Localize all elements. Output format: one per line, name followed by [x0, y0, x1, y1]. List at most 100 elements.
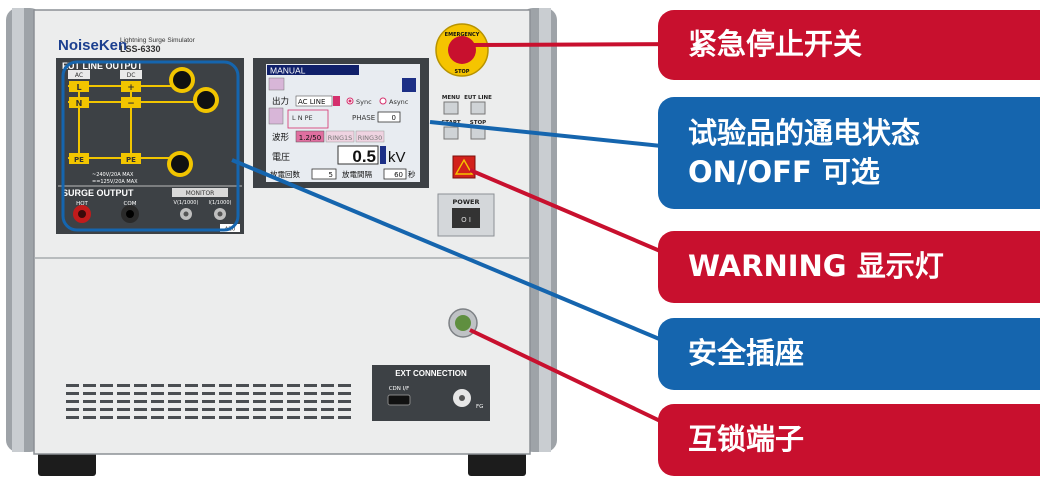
vent-slot	[134, 400, 147, 403]
interval-field[interactable]	[383, 168, 407, 180]
vent-slot	[100, 416, 113, 419]
callout-warning-lamp: WARNING 显示灯	[658, 231, 1040, 303]
vent-slot	[321, 416, 334, 419]
vent-slot	[236, 384, 249, 387]
vent-slot	[287, 392, 300, 395]
vent-slot	[134, 384, 147, 387]
screen-menu-button[interactable]	[268, 77, 285, 91]
vent-slot	[66, 416, 79, 419]
svg-text:L: L	[76, 83, 81, 92]
vent-slot	[100, 400, 113, 403]
eut-socket-l[interactable]	[169, 67, 195, 93]
surge-com-terminal[interactable]	[121, 205, 139, 223]
phase-field[interactable]	[377, 111, 401, 123]
eut-socket-n[interactable]	[193, 87, 219, 113]
svg-text:N: N	[76, 99, 83, 108]
vent-slot	[304, 384, 317, 387]
svg-text:放電回数: 放電回数	[270, 169, 300, 179]
monitor-v-connector[interactable]	[180, 208, 192, 220]
vent-slot	[66, 392, 79, 395]
wave-button-2[interactable]	[325, 130, 355, 143]
async-radio[interactable]	[379, 97, 387, 105]
vent-slot	[185, 392, 198, 395]
svg-text:I(1/1000): I(1/1000)	[209, 200, 232, 206]
vent-slot	[83, 384, 96, 387]
svg-text:L N PE: L N PE	[292, 114, 313, 122]
warning-lamp	[452, 155, 476, 179]
vent-slot	[66, 408, 79, 411]
leader-eut-state	[429, 120, 701, 152]
model-number: LSS-6330	[120, 44, 161, 54]
vent-slot	[202, 384, 215, 387]
svg-text:PE: PE	[74, 156, 84, 164]
vent-slot	[151, 384, 164, 387]
vent-slot	[236, 408, 249, 411]
vent-slot	[338, 400, 351, 403]
menu-button[interactable]	[443, 101, 459, 115]
vent-slot	[100, 392, 113, 395]
product-name: Lightning Surge Simulator	[120, 37, 196, 44]
power-switch[interactable]	[452, 208, 480, 228]
vent-slot	[151, 416, 164, 419]
vent-slot	[185, 416, 198, 419]
svg-text:O I: O I	[461, 216, 471, 224]
svg-text:RING1S: RING1S	[328, 134, 353, 142]
callout-safety-socket: 安全插座	[658, 318, 1040, 390]
cdn-if-port[interactable]	[387, 394, 411, 406]
eut-socket-pe[interactable]	[167, 151, 193, 177]
callout-emergency-stop: 紧急停止开关	[658, 10, 1040, 80]
vent-slots	[66, 384, 351, 419]
vent-slot	[270, 392, 283, 395]
vent-slot	[270, 384, 283, 387]
svg-text:波形: 波形	[272, 132, 290, 143]
eut-line-button[interactable]	[470, 101, 486, 115]
vent-slot	[168, 384, 181, 387]
vent-slot	[321, 392, 334, 395]
svg-text:kV: kV	[388, 149, 406, 166]
vent-slot	[83, 400, 96, 403]
svg-text:秒: 秒	[408, 169, 416, 179]
svg-text:STOP: STOP	[455, 69, 470, 75]
vent-slot	[117, 400, 130, 403]
vent-slot	[134, 392, 147, 395]
voltage-field[interactable]	[337, 145, 379, 165]
vent-slot	[321, 400, 334, 403]
vent-slot	[100, 384, 113, 387]
start-button[interactable]	[443, 126, 459, 140]
vent-slot	[83, 392, 96, 395]
svg-text:出力: 出力	[272, 96, 289, 107]
screen-option-button[interactable]	[268, 107, 284, 125]
vent-slot	[117, 384, 130, 387]
count-field[interactable]	[311, 168, 337, 180]
svg-text:RING30: RING30	[358, 134, 383, 142]
vent-slot	[219, 416, 232, 419]
svg-text:POWER: POWER	[453, 198, 480, 206]
svg-text:~240V/20A MAX: ~240V/20A MAX	[92, 172, 134, 178]
monitor-i-connector[interactable]	[214, 208, 226, 220]
ext-connection-panel	[372, 365, 490, 421]
vent-slot	[338, 392, 351, 395]
surge-output-label: SURGE OUTPUT	[62, 188, 134, 198]
vent-slot	[185, 408, 198, 411]
vent-slot	[151, 392, 164, 395]
svg-text:60: 60	[394, 171, 403, 179]
vent-slot	[134, 416, 147, 419]
svg-text:−: −	[127, 99, 135, 109]
vent-slot	[168, 416, 181, 419]
wave-button-1[interactable]	[295, 130, 325, 143]
vent-slot	[270, 400, 283, 403]
leader-safety-socket	[231, 158, 701, 358]
wave-button-3[interactable]	[355, 130, 385, 143]
brand-logo: NoiseKen	[58, 37, 127, 54]
vent-slot	[168, 392, 181, 395]
safety-socket-outline	[61, 60, 240, 232]
surge-hot-terminal[interactable]	[73, 205, 91, 223]
right-foot	[468, 448, 526, 476]
voltage-stepper[interactable]	[380, 146, 386, 164]
output-select[interactable]	[295, 95, 333, 107]
screen-help-icon[interactable]	[402, 78, 416, 92]
callout-eut-power-state: 试验品的通电状态 ON/OFF 可选	[658, 97, 1040, 209]
svg-text:==125V/20A MAX: ==125V/20A MAX	[92, 179, 138, 185]
vent-slot	[168, 408, 181, 411]
screen-mode: MANUAL	[270, 66, 306, 76]
